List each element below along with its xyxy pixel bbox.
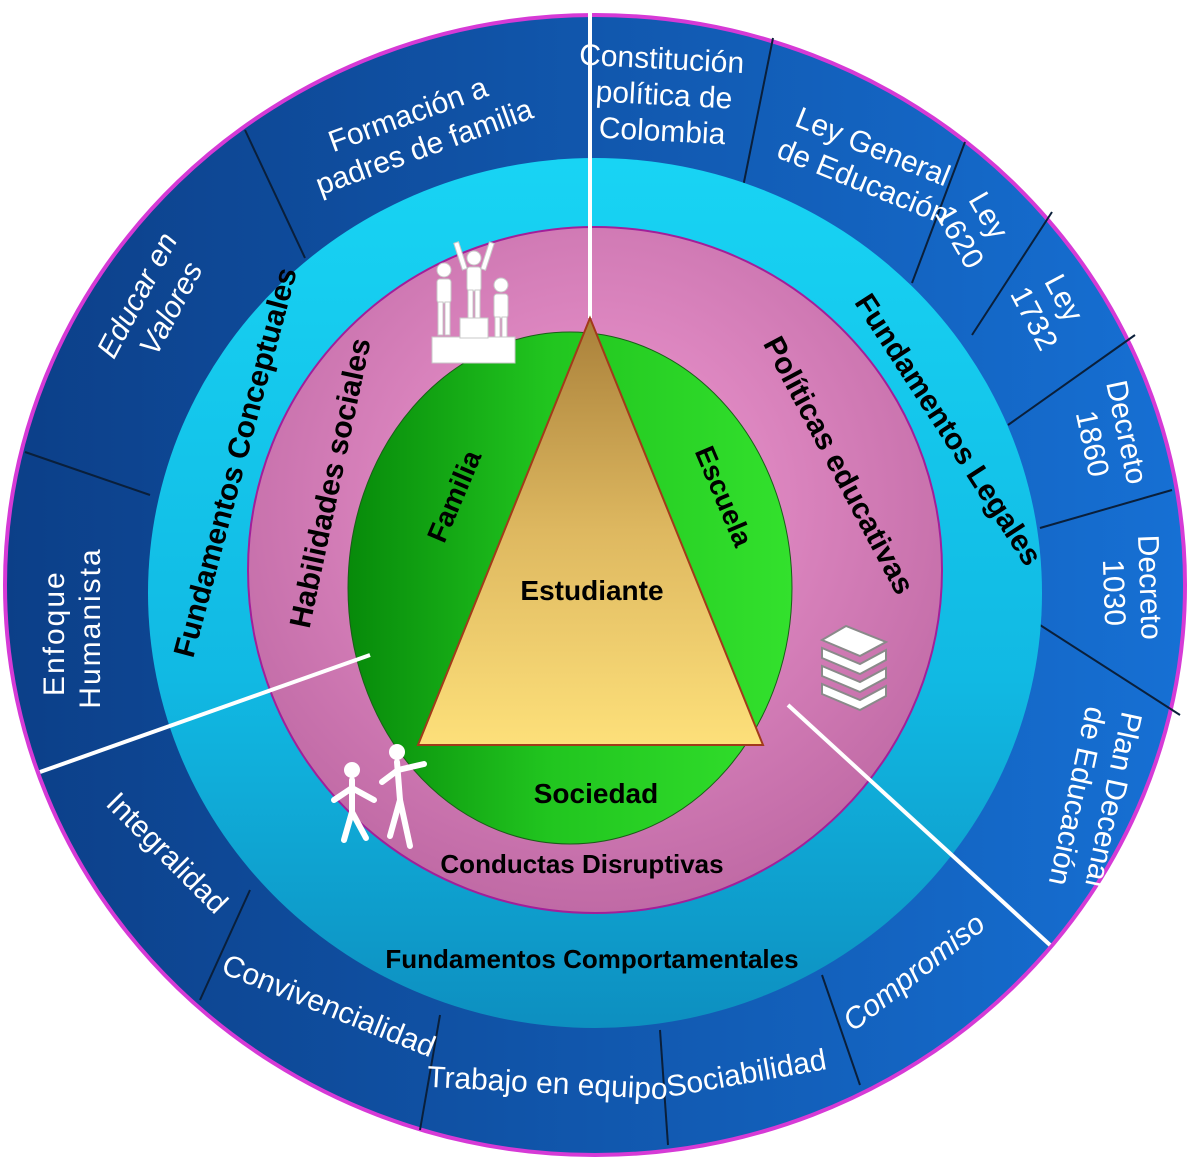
outer-label-line: Colombia [598, 112, 727, 152]
behavioral-foundations-label: Fundamentos Comportamentales [385, 944, 798, 974]
outer-label-line: Decreto [1131, 534, 1168, 640]
outer-label-line: Humanista [74, 547, 107, 708]
triangle-center-label: Estudiante [520, 575, 663, 606]
outer-label-constitucion: Constitución política deColombia [575, 39, 754, 153]
books-stack-icon [819, 624, 889, 712]
student-triangle [416, 315, 765, 746]
outer-label-line: política de [595, 75, 733, 115]
podium-people-icon [431, 241, 516, 364]
society-label: Sociedad [534, 778, 658, 809]
outer-label-line: 1030 [1096, 559, 1131, 627]
outer-segment-dividers [24, 37, 1181, 1146]
outer-label-line: Enfoque [38, 570, 71, 696]
outer-label-enfoque-humanista: Enfoque Humanista [38, 547, 107, 708]
outer-label-decreto-1030: Decreto 1030 [1095, 534, 1168, 650]
disruptive-behaviors-label: Conductas Disruptivas [440, 849, 723, 879]
section-separators [39, 0, 1052, 947]
dancing-people-icon [331, 744, 427, 849]
